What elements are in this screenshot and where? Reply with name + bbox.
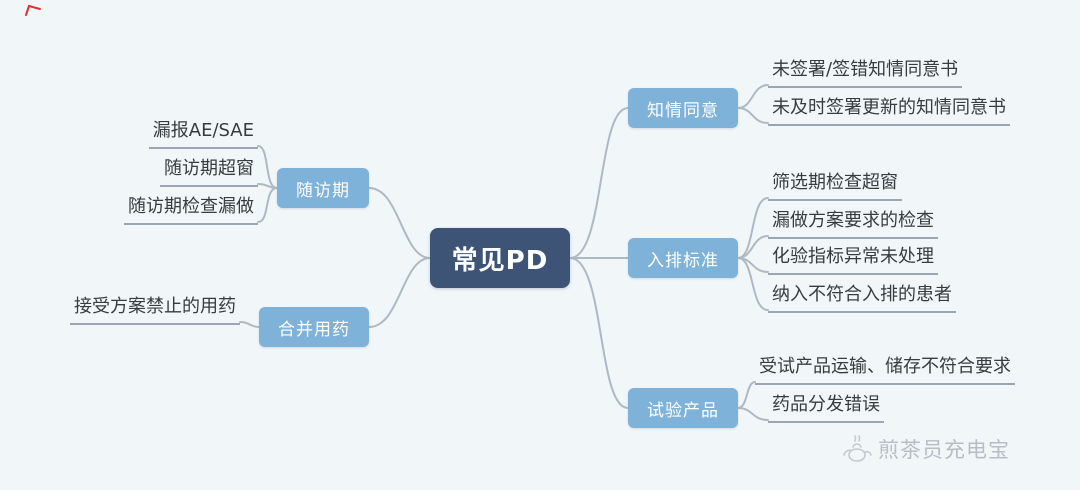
leaf-item[interactable]: 药品分发错误 (768, 393, 884, 423)
branch-investigational-product[interactable]: 试验产品 (628, 388, 738, 428)
branch-concomitant-medication[interactable]: 合并用药 (259, 307, 369, 347)
leaf-item[interactable]: 接受方案禁止的用药 (70, 295, 240, 325)
root-node[interactable]: 常见PD (430, 228, 570, 288)
leaf-item[interactable]: 随访期检查漏做 (124, 195, 258, 225)
leaf-item[interactable]: 未及时签署更新的知情同意书 (768, 96, 1010, 126)
watermark-text: 煎茶员充电宝 (878, 438, 1010, 462)
branch-informed-consent[interactable]: 知情同意 (628, 88, 738, 128)
leaf-item[interactable]: 未签署/签错知情同意书 (768, 58, 963, 88)
leaf-item[interactable]: 随访期超窗 (160, 157, 258, 187)
red-corner-mark (25, 4, 41, 16)
leaf-item[interactable]: 受试产品运输、储存不符合要求 (755, 355, 1015, 385)
branch-inclusion-exclusion-criteria[interactable]: 入排标准 (628, 238, 738, 278)
leaf-item[interactable]: 漏报AE/SAE (148, 119, 258, 149)
branch-followup-period[interactable]: 随访期 (277, 168, 369, 208)
leaf-item[interactable]: 漏做方案要求的检查 (768, 209, 938, 239)
leaf-item[interactable]: 纳入不符合入排的患者 (768, 283, 956, 313)
teapot-icon (843, 435, 872, 462)
leaf-item[interactable]: 筛选期检查超窗 (768, 171, 902, 201)
watermark: 煎茶员充电宝 (840, 428, 1010, 470)
leaf-item[interactable]: 化验指标异常未处理 (768, 245, 938, 275)
